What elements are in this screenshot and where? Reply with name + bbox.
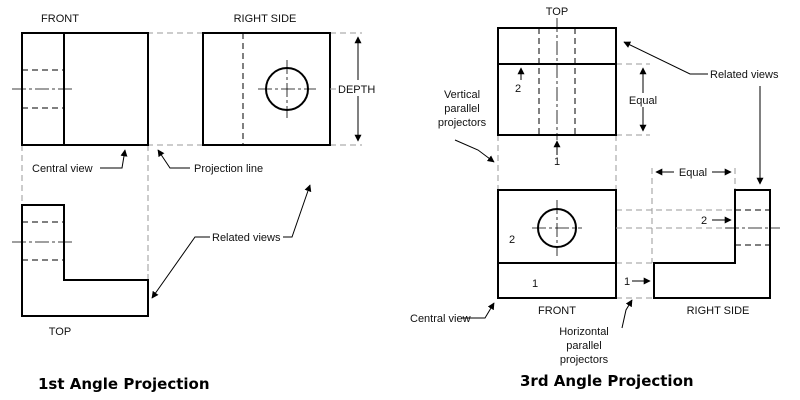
horizontal-projectors-line2: parallel [566,340,601,352]
third-angle-projection-lines [497,63,736,299]
top-marker-1: 1 [554,156,560,168]
top-marker-2: 2 [515,83,521,95]
side-marker-2: 2 [701,215,707,227]
first-angle-front-view [12,32,149,146]
third-angle-central-view-label: Central view [410,313,471,325]
horizontal-equal-dimension [655,165,732,179]
first-angle-right-side-view [202,32,375,146]
third-angle-related-views-label: Related views [710,69,779,81]
first-angle-related-views-label: Related views [212,232,281,244]
first-angle-top-view [12,204,149,317]
third-angle-top-view [497,18,617,140]
third-angle-right-side-label: RIGHT SIDE [687,305,750,317]
depth-label: DEPTH [338,84,375,96]
first-angle-right-side-label: RIGHT SIDE [234,13,297,25]
horizontal-projectors-line3: projectors [560,354,609,366]
vertical-equal-dimension [624,67,662,132]
vertical-projectors-line2: parallel [444,103,479,115]
first-angle-group: FRONT RIGHT SIDE DEPTH Central view Proj… [12,13,380,393]
first-angle-central-view-label: Central view [32,163,93,175]
front-marker-1: 1 [532,278,538,290]
third-angle-front-label: FRONT [538,305,576,317]
vertical-projectors-line3: projectors [438,117,487,129]
third-angle-front-view [497,189,735,299]
third-angle-top-label: TOP [546,6,568,18]
third-angle-group: TOP Related views Vertical parallel proj… [410,6,780,390]
first-angle-top-label: TOP [49,326,71,338]
horizontal-equal-label: Equal [679,167,707,179]
third-angle-right-side-view [653,189,780,299]
front-marker-2: 2 [509,234,515,246]
depth-dimension [336,36,380,142]
first-angle-caption: 1st Angle Projection [38,375,210,393]
first-angle-front-label: FRONT [41,13,79,25]
side-marker-1: 1 [624,276,630,288]
vertical-projectors-line1: Vertical [444,89,480,101]
third-angle-caption: 3rd Angle Projection [520,372,694,390]
projection-line-label: Projection line [194,163,263,175]
vertical-equal-label: Equal [629,95,657,107]
horizontal-projectors-line1: Horizontal [559,326,609,338]
